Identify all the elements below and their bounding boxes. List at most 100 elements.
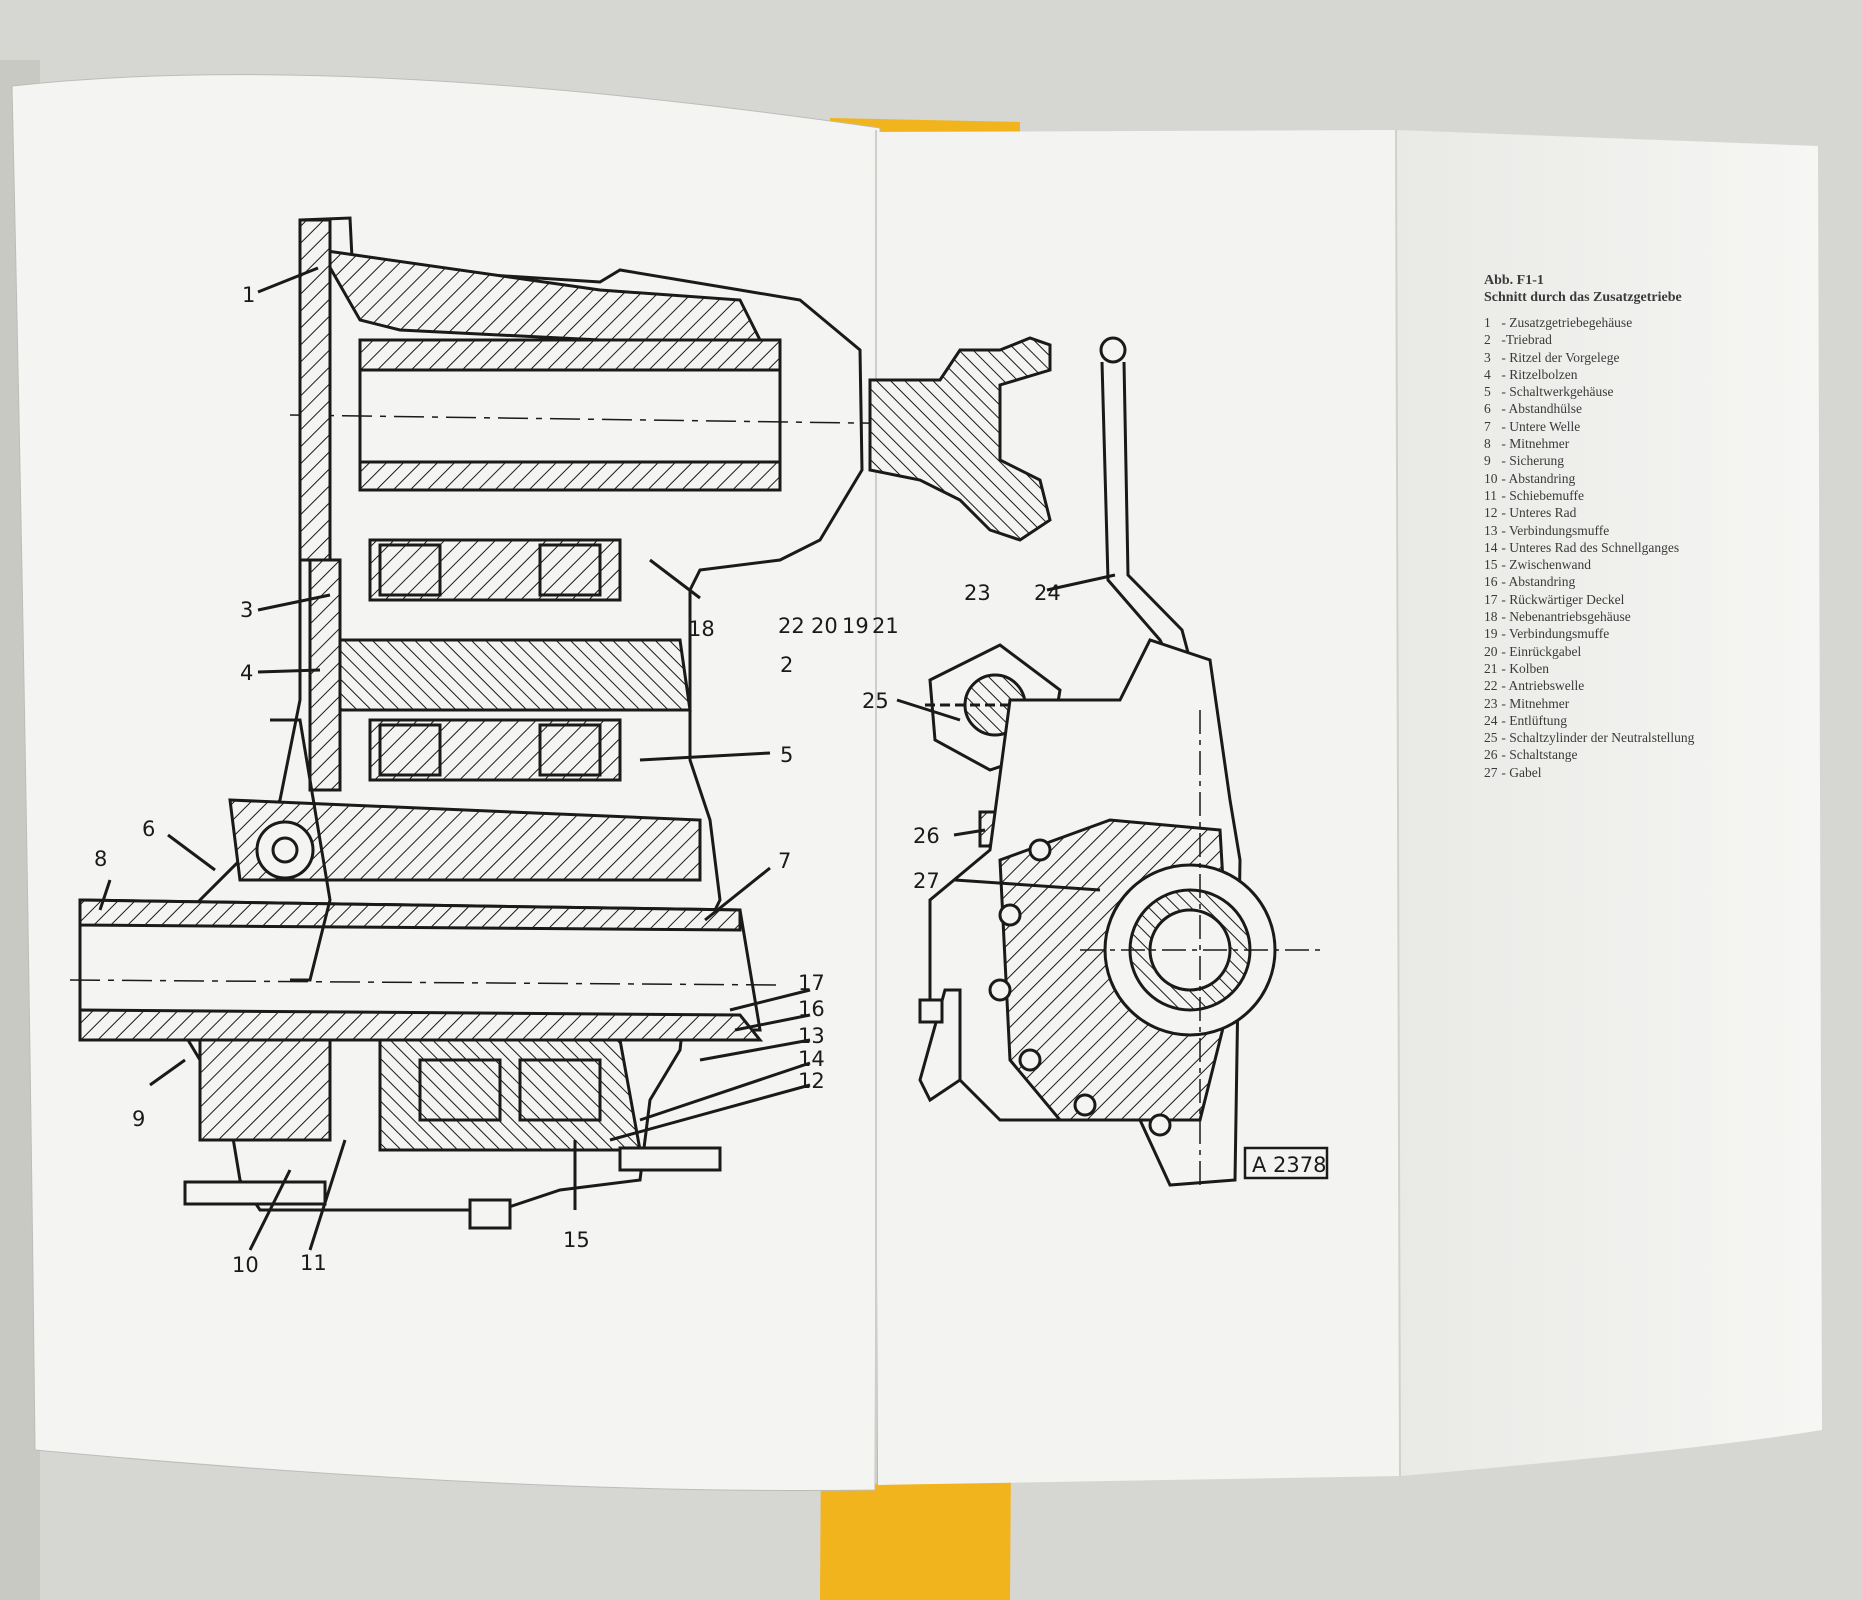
- legend-item-text: - Abstandring: [1501, 470, 1576, 486]
- legend-item-text: - Schaltwerkgehäuse: [1501, 384, 1614, 400]
- legend-item-number: 15: [1484, 557, 1498, 573]
- callout-23: 23: [964, 581, 991, 605]
- legend-item-text: - Schiebemuffe: [1501, 487, 1584, 503]
- legend-item-number: 23: [1484, 695, 1498, 711]
- callout-8: 8: [94, 847, 107, 871]
- callout-25: 25: [862, 689, 889, 713]
- legend-item-number: 25: [1484, 730, 1498, 746]
- legend-item-text: - Ritzel der Vorgelege: [1501, 349, 1620, 365]
- callout-18: 18: [688, 617, 715, 641]
- legend-item: 4 - Ritzelbolzen: [1484, 366, 1784, 383]
- callout-24: 24: [1034, 581, 1061, 605]
- legend-item-text: - Ritzelbolzen: [1501, 366, 1578, 382]
- legend-item-number: 17: [1484, 591, 1498, 607]
- legend-item-text: - Unteres Rad: [1501, 505, 1577, 521]
- legend-item: 22 - Antriebswelle: [1484, 677, 1784, 694]
- legend-item-number: 20: [1484, 643, 1498, 659]
- callout-21: 21: [872, 614, 899, 638]
- legend-item: 7 - Untere Welle: [1484, 418, 1784, 435]
- legend-item-number: 13: [1484, 522, 1498, 538]
- legend-item-number: 1: [1484, 315, 1491, 330]
- legend-item-number: 5: [1484, 384, 1491, 400]
- legend-item: 19 - Verbindungsmuffe: [1484, 625, 1784, 642]
- legend-item-number: 9: [1484, 453, 1491, 469]
- legend-item-number: 24: [1484, 712, 1498, 728]
- figure-legend: Abb. F1-1 Schnitt durch das Zusatzgetrie…: [1484, 272, 1784, 781]
- legend-item-number: 7: [1484, 418, 1491, 434]
- legend-item: 25 - Schaltzylinder der Neutralstellung: [1484, 729, 1784, 746]
- legend-item: 10 - Abstandring: [1484, 470, 1784, 487]
- legend-item: 2 -Triebrad: [1484, 331, 1784, 348]
- legend-item: 27 - Gabel: [1484, 764, 1784, 781]
- callout-labels: 1 3 4 5 6 7 8 9 10 11 12 13 14 15 16 17 …: [94, 283, 1061, 1277]
- legend-item-text: - Kolben: [1501, 660, 1549, 676]
- legend-item-text: - Entlüftung: [1501, 712, 1567, 728]
- callout-15: 15: [563, 1228, 590, 1252]
- legend-item-text: - Einrückgabel: [1501, 643, 1582, 659]
- legend-item: 1 - Zusatzgetriebegehäuse: [1484, 314, 1784, 331]
- legend-item-number: 27: [1484, 764, 1498, 780]
- callout-14: 14: [798, 1047, 825, 1071]
- legend-item-text: - Verbindungsmuffe: [1501, 626, 1610, 642]
- end-view-drawing: [896, 336, 1320, 1190]
- legend-item-number: 11: [1484, 487, 1497, 503]
- fold-line: [1395, 129, 1401, 1477]
- legend-item: 20 - Einrückgabel: [1484, 643, 1784, 660]
- legend-item-number: 18: [1484, 609, 1498, 625]
- callout-1: 1: [242, 283, 255, 307]
- callout-10: 10: [232, 1253, 259, 1277]
- callout-20: 20: [811, 614, 838, 638]
- legend-item: 3 - Ritzel der Vorgelege: [1484, 349, 1784, 366]
- legend-item-number: 6: [1484, 401, 1491, 417]
- callout-19: 19: [842, 614, 869, 638]
- legend-item: 8 - Mitnehmer: [1484, 435, 1784, 452]
- legend-item: 14 - Unteres Rad des Schnellganges: [1484, 539, 1784, 556]
- legend-item: 18 - Nebenantriebsgehäuse: [1484, 608, 1784, 625]
- legend-item: 17 - Rückwärtiger Deckel: [1484, 591, 1784, 608]
- legend-item-text: - Untere Welle: [1501, 418, 1581, 434]
- callout-16: 16: [798, 997, 825, 1021]
- legend-item: 21 - Kolben: [1484, 660, 1784, 677]
- callout-22: 22: [778, 614, 805, 638]
- callout-3: 3: [240, 598, 253, 622]
- legend-item: 13 - Verbindungsmuffe: [1484, 522, 1784, 539]
- legend-item-text: - Rückwärtiger Deckel: [1501, 591, 1625, 607]
- legend-item-number: 16: [1484, 574, 1498, 590]
- legend-item-text: -Triebrad: [1501, 332, 1552, 348]
- callout-26: 26: [913, 824, 940, 848]
- legend-item: 23 - Mitnehmer: [1484, 695, 1784, 712]
- legend-item-text: - Mitnehmer: [1501, 695, 1570, 711]
- callout-5: 5: [780, 743, 793, 767]
- legend-item-text: - Schaltstange: [1501, 747, 1578, 763]
- drawing-code: A 2378: [1252, 1153, 1326, 1177]
- legend-item-number: 8: [1484, 436, 1491, 452]
- legend-item-number: 4: [1484, 366, 1491, 382]
- legend-item: 24 - Entlüftung: [1484, 712, 1784, 729]
- legend-item-text: - Verbindungsmuffe: [1501, 522, 1610, 538]
- gearbox-section-drawing: [69, 216, 1052, 1251]
- foldout-panel: [1396, 130, 1822, 1476]
- callout-17: 17: [798, 971, 825, 995]
- legend-item-text: - Gabel: [1501, 764, 1542, 780]
- legend-item-text: - Abstandhülse: [1501, 401, 1582, 417]
- legend-item-text: - Abstandring: [1501, 574, 1576, 590]
- legend-item-text: - Schaltzylinder der Neutralstellung: [1501, 730, 1695, 746]
- legend-item: 11 - Schiebemuffe: [1484, 487, 1784, 504]
- callout-13: 13: [798, 1024, 825, 1048]
- callout-9: 9: [132, 1107, 145, 1131]
- drawing-code-tag: A 2378: [1243, 1146, 1329, 1180]
- legend-item-number: 21: [1484, 660, 1498, 676]
- legend-item: 16 - Abstandring: [1484, 573, 1784, 590]
- legend-item-number: 26: [1484, 747, 1498, 763]
- legend-item: 15 - Zwischenwand: [1484, 556, 1784, 573]
- figure-title: Schnitt durch das Zusatzgetriebe: [1484, 290, 1682, 305]
- legend-item-number: 19: [1484, 626, 1498, 642]
- legend-item: 5 - Schaltwerkgehäuse: [1484, 383, 1784, 400]
- callout-7: 7: [778, 849, 791, 873]
- legend-item-text: - Zusatzgetriebegehäuse: [1501, 315, 1633, 330]
- legend-item-number: 14: [1484, 539, 1498, 555]
- legend-item-text: - Nebenantriebsgehäuse: [1501, 609, 1631, 625]
- callout-27: 27: [913, 869, 940, 893]
- legend-item-text: - Antriebswelle: [1501, 678, 1585, 694]
